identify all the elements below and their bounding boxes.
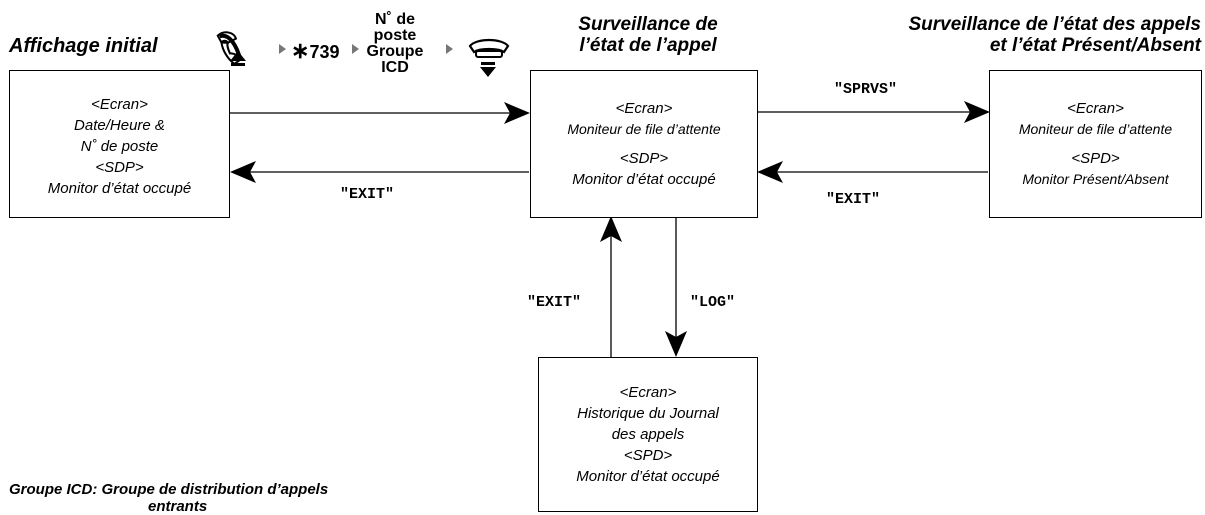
off-hook-up-arrow-icon	[230, 51, 246, 66]
box-line: N˚ de poste	[80, 137, 159, 155]
box-initial-display: <Ecran> Date/Heure & N˚ de poste <SDP> M…	[9, 70, 230, 218]
box-line: <SDP>	[619, 150, 669, 167]
heading-initial-display: Affichage initial	[9, 35, 158, 57]
box-call-log: <Ecran> Historique du Journal des appels…	[538, 357, 758, 512]
arrowhead-up	[600, 216, 622, 242]
arrowhead-right-2	[964, 101, 990, 123]
arrowhead-left-2	[757, 161, 783, 183]
box-line: Monitor Présent/Absent	[1022, 171, 1169, 187]
heading-call-status-line1: Surveillance de	[578, 14, 718, 35]
heading-call-status: Surveillance de l’état de l’appel	[548, 14, 748, 56]
box-line: Historique du Journal	[577, 405, 719, 422]
box-line: <SPD>	[1071, 150, 1120, 167]
feature-code-digits: 739	[309, 42, 340, 62]
heading-presence-line1: Surveillance de l’état des appels	[908, 14, 1201, 35]
heading-call-status-line2: l’état de l’appel	[579, 35, 717, 56]
sequence-pointer-icon	[446, 44, 453, 54]
box-line: Moniteur de file d’attente	[1018, 121, 1173, 137]
box-line: Date/Heure &	[74, 116, 165, 134]
star-key-icon: ∗	[291, 38, 310, 63]
footnote-line2: entrants	[148, 498, 208, 515]
footnote: Groupe ICD: Groupe de distribution d’app…	[9, 481, 328, 515]
label-exit-up: "EXIT"	[527, 294, 582, 311]
feature-code: ∗739	[291, 40, 340, 62]
box-line: des appels	[611, 426, 685, 443]
box-line: Monitor d’état occupé	[576, 468, 720, 485]
box-line: <Ecran>	[1067, 100, 1124, 117]
box-presence: <Ecran> Moniteur de file d’attente <SPD>…	[989, 70, 1202, 218]
sequence-pointer-icon	[279, 44, 286, 54]
arrowhead-down	[665, 331, 687, 357]
label-exit-to-call-status: "EXIT"	[826, 191, 881, 208]
label-log: "LOG"	[690, 294, 736, 311]
box-line: Moniteur de file d’attente	[567, 121, 721, 137]
box-line: <Ecran>	[615, 100, 673, 117]
box-call-status: <Ecran> Moniteur de file d’attente <SDP>…	[530, 70, 758, 218]
footnote-line1: Groupe ICD: Groupe de distribution d’app…	[9, 481, 329, 498]
target-line: ICD	[381, 59, 409, 76]
sequence-target: N˚ de poste Groupe ICD	[361, 12, 429, 76]
on-hook-handset-icon	[468, 38, 510, 58]
sequence-pointer-icon	[352, 44, 359, 54]
heading-presence: Surveillance de l’état des appels et l’é…	[908, 14, 1201, 56]
arrowhead-left-1	[230, 161, 256, 183]
box-line: <SPD>	[623, 447, 673, 464]
target-line: Groupe	[366, 43, 424, 60]
label-exit-to-initial: "EXIT"	[340, 186, 395, 203]
off-hook-handset-icon	[216, 31, 243, 66]
box-line: <Ecran>	[619, 384, 677, 401]
target-line: N˚ de	[375, 11, 415, 28]
box-line: <SDP>	[95, 158, 144, 176]
label-sprvs: "SPRVS"	[834, 81, 898, 98]
target-line: poste	[373, 27, 417, 44]
arrowhead-right-1	[504, 102, 530, 124]
box-line: <Ecran>	[91, 95, 148, 113]
box-line: Monitor d’état occupé	[47, 179, 192, 197]
box-line: Monitor d’état occupé	[572, 171, 716, 188]
heading-presence-line2: et l’état Présent/Absent	[989, 35, 1201, 56]
on-hook-down-arrow-icon	[480, 62, 496, 77]
